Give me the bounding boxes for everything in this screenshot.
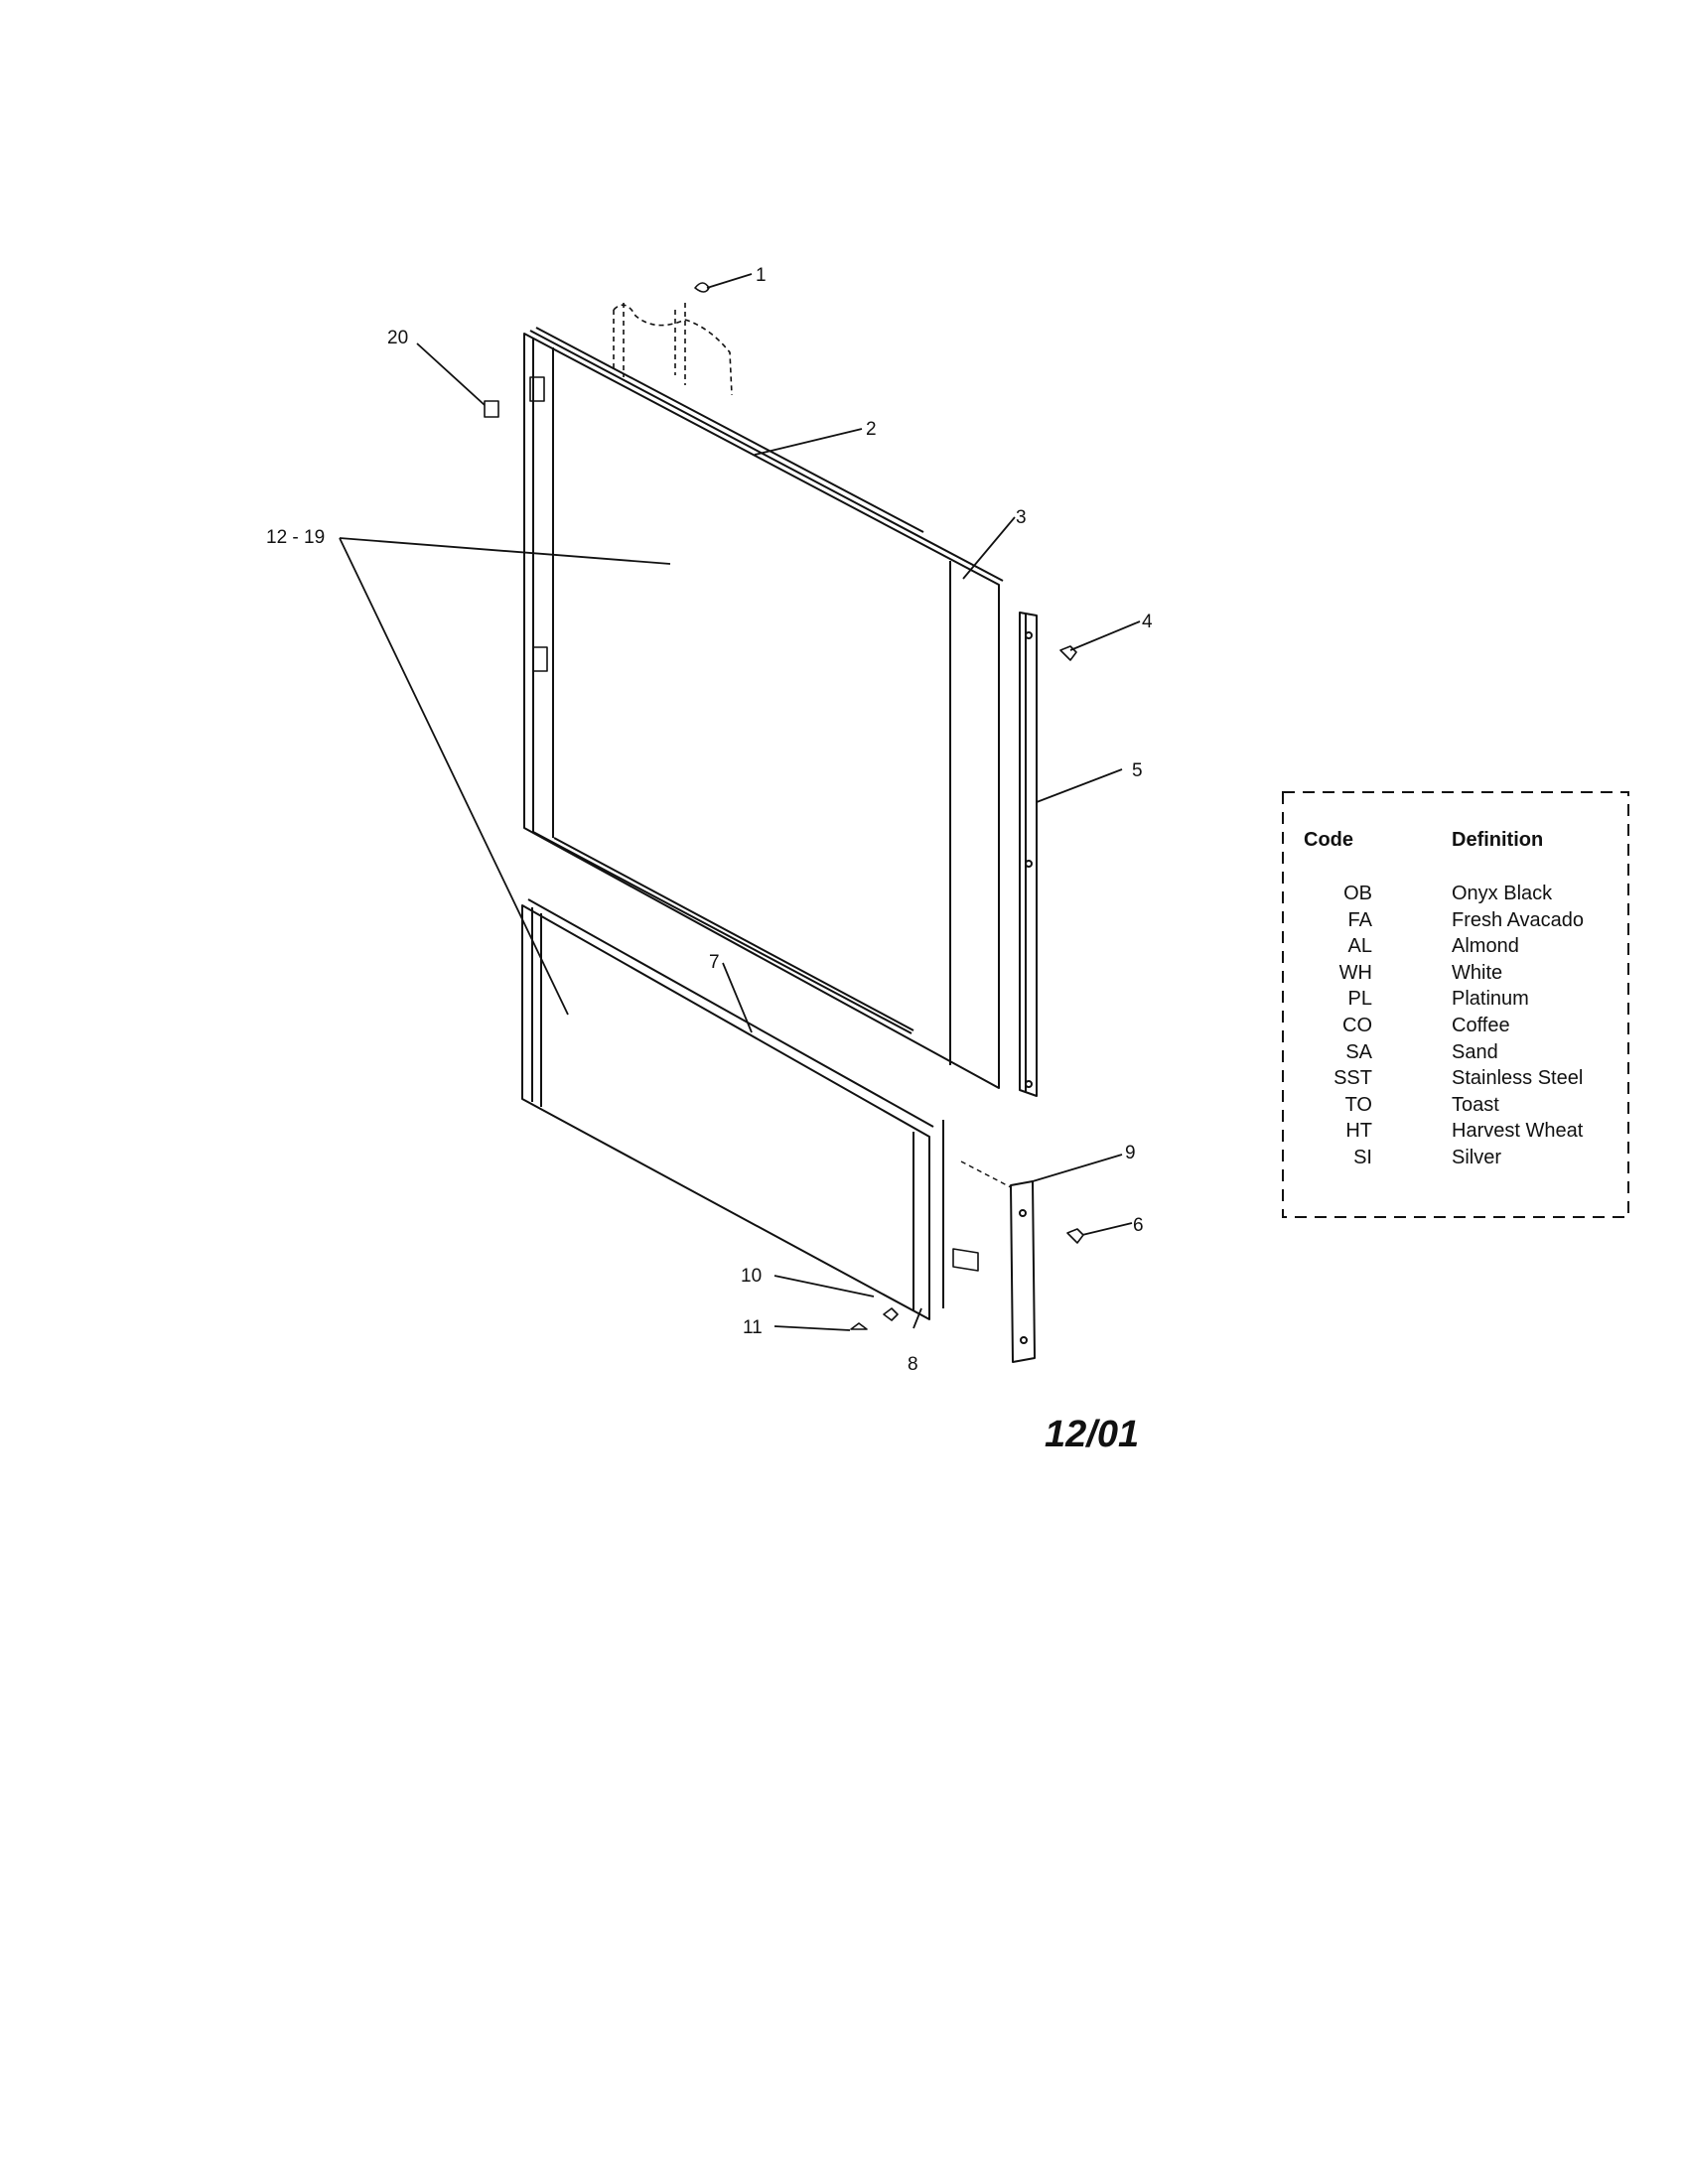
legend-row: AL Almond: [1282, 935, 1629, 962]
legend-code: TO: [1344, 1093, 1372, 1116]
legend-definition: Silver: [1452, 1146, 1502, 1168]
legend-code: WH: [1338, 961, 1372, 984]
callout-11: 11: [743, 1317, 763, 1338]
legend-header-code: Code: [1304, 829, 1353, 851]
callout-12-19: 12 - 19: [266, 527, 325, 548]
callout-2: 2: [866, 419, 877, 440]
legend-definition: Toast: [1452, 1093, 1499, 1116]
legend-definition: Almond: [1452, 935, 1519, 958]
legend-code: SI: [1353, 1146, 1372, 1168]
color-code-legend: Code Definition OB Onyx Black FA Fresh Ava…: [1282, 791, 1629, 1218]
legend-row: TO Toast: [1282, 1094, 1629, 1121]
callout-5: 5: [1132, 760, 1143, 781]
legend-definition: Harvest Wheat: [1452, 1120, 1584, 1143]
callout-7: 7: [709, 952, 720, 973]
callout-10: 10: [741, 1266, 762, 1287]
legend-row: HT Harvest Wheat: [1282, 1120, 1629, 1147]
callout-labels: 1 2 3 4 5 6 7 8 9 10 11 12 - 19 20: [266, 265, 1153, 1375]
legend-definition: Fresh Avacado: [1452, 908, 1585, 931]
legend-rows: OB Onyx Black FA Fresh Avacado AL Almond WH…: [1282, 883, 1629, 1173]
legend-code: OB: [1343, 883, 1372, 904]
legend-header-definition: Definition: [1452, 829, 1544, 851]
legend-row: SI Silver: [1282, 1147, 1629, 1173]
callout-9: 9: [1125, 1143, 1136, 1163]
legend-dashed-border: [1282, 791, 1629, 1218]
legend-definition: Stainless Steel: [1452, 1067, 1584, 1090]
legend-definition: Platinum: [1452, 988, 1529, 1011]
legend-code: SST: [1333, 1067, 1372, 1090]
legend-definition: White: [1452, 961, 1503, 984]
legend-definition: Sand: [1452, 1040, 1498, 1063]
mounting-bracket-outline: [613, 303, 733, 396]
legend-row: CO Coffee: [1282, 1015, 1629, 1041]
legend-row: SA Sand: [1282, 1041, 1629, 1068]
callout-20: 20: [387, 328, 408, 348]
legend-row: SST Stainless Steel: [1282, 1067, 1629, 1094]
callout-6: 6: [1133, 1215, 1144, 1236]
callout-4: 4: [1142, 612, 1153, 632]
kick-bracket-strip: [960, 1160, 1036, 1363]
legend-code: SA: [1345, 1040, 1372, 1063]
legend-code: CO: [1342, 1014, 1372, 1036]
legend-code: AL: [1347, 935, 1372, 958]
legend-row: PL Platinum: [1282, 988, 1629, 1015]
legend-row: OB Onyx Black: [1282, 883, 1629, 909]
upper-door-panel: [523, 327, 1004, 1089]
legend-definition: Onyx Black: [1452, 883, 1553, 904]
legend-code: HT: [1345, 1120, 1372, 1143]
legend-definition: Coffee: [1452, 1014, 1510, 1036]
callout-3: 3: [1016, 507, 1027, 528]
callout-8: 8: [908, 1354, 918, 1375]
legend-row: FA Fresh Avacado: [1282, 909, 1629, 936]
legend-code: PL: [1347, 988, 1372, 1011]
side-trim-strip: [1019, 612, 1038, 1097]
legend-code: FA: [1347, 908, 1372, 931]
callout-1: 1: [756, 265, 767, 286]
lower-kick-panel: [521, 898, 979, 1320]
legend-row: WH White: [1282, 962, 1629, 989]
date-code: 12/01: [1045, 1414, 1140, 1455]
leader-lines: [339, 273, 1141, 1331]
